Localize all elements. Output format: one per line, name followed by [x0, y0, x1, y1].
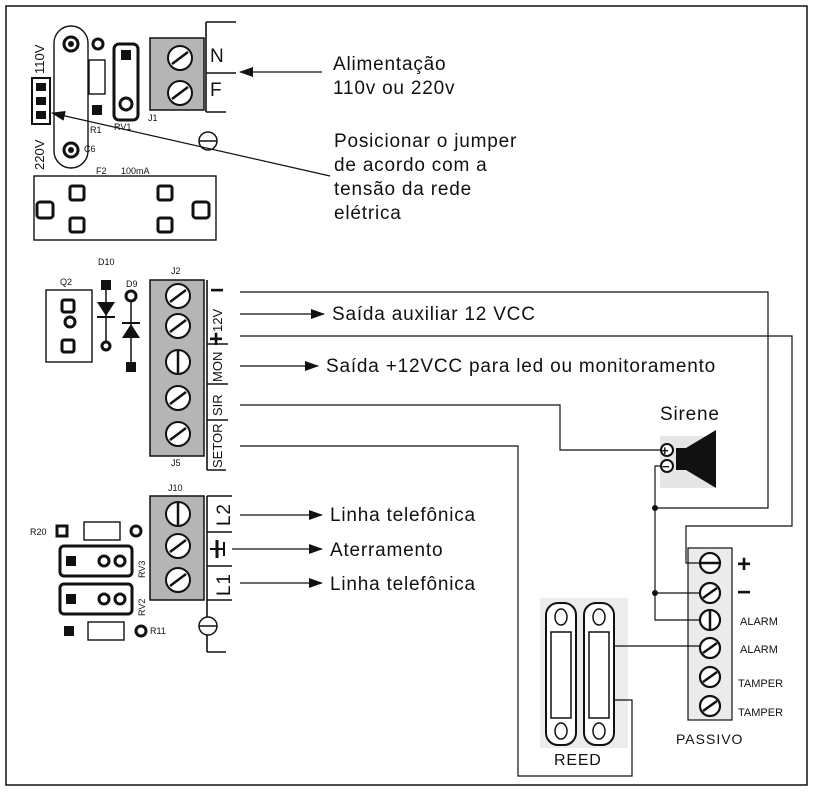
reed-switch: [540, 598, 628, 748]
terminal-plus-symbol: +: [209, 326, 223, 353]
siren-symbol: [660, 430, 716, 488]
passive-label: PASSIVO: [676, 731, 743, 747]
power-voltage-label: 110v ou 220v: [333, 78, 455, 99]
passive-minus-label: −: [737, 579, 751, 606]
passive-alarm-2-label: ALARM: [740, 644, 778, 656]
terminal-sir-label: SIR: [210, 394, 225, 416]
label-rv1: RV1: [114, 122, 131, 132]
label-rv3: RV3: [137, 561, 147, 578]
jumper-label-4: elétrica: [334, 203, 402, 224]
wires: [240, 291, 793, 777]
ground-label: Aterramento: [330, 540, 443, 561]
label-j5: J5: [171, 458, 181, 468]
label-d9: D9: [126, 279, 138, 289]
jumper-label-1: Posicionar o jumper: [334, 131, 517, 152]
terminal-l1-label: L1: [214, 573, 235, 596]
terminal-12v-label: 12V: [210, 309, 225, 332]
junction-dot: [652, 590, 658, 596]
label-f2: F2: [96, 166, 107, 176]
passive-sensor-block: [687, 547, 733, 721]
label-f: F: [210, 80, 222, 101]
terminal-l2-label: L2: [214, 503, 235, 526]
label-r1: R1: [90, 125, 102, 135]
jumper-label-2: de acordo com a: [334, 155, 488, 176]
label-d10: D10: [98, 257, 115, 267]
phone-line-section: [55, 495, 232, 653]
power-section: [31, 21, 236, 241]
passive-tamper-2-label: TAMPER: [738, 707, 783, 719]
reed-label: REED: [554, 752, 602, 769]
phone-line-2-label: Linha telefônica: [330, 574, 476, 595]
label-c6: C6: [84, 144, 96, 154]
label-n: N: [210, 46, 225, 67]
terminal-setor-label: SETOR: [210, 423, 225, 468]
phone-line-1-label: Linha telefônica: [330, 505, 476, 526]
label-j2: J2: [171, 266, 181, 276]
label-r11: R11: [150, 626, 166, 636]
label-fuse-rating: 100mA: [121, 166, 150, 176]
label-r20: R20: [30, 527, 47, 537]
power-label: Alimentação: [333, 54, 446, 75]
passive-plus-label: +: [737, 551, 751, 578]
siren-minus-symbol: −: [662, 459, 670, 474]
label-j10: J10: [168, 483, 183, 493]
aux-out-label: Saída auxiliar 12 VCC: [332, 304, 536, 325]
label-q2: Q2: [60, 277, 72, 287]
label-j1: J1: [148, 113, 158, 123]
jumper-label-3: tensão da rede: [334, 179, 472, 200]
terminal-minus-symbol: −: [210, 277, 224, 304]
driver-section: [45, 279, 228, 471]
passive-alarm-1-label: ALARM: [740, 616, 778, 628]
siren-label: Sirene: [660, 404, 720, 425]
siren-plus-symbol: +: [661, 443, 669, 458]
junction-dot: [652, 505, 658, 511]
label-110v: 110V: [32, 44, 47, 74]
passive-tamper-1-label: TAMPER: [738, 678, 783, 690]
jumper-pointer-line: [51, 110, 331, 177]
label-rv2: RV2: [137, 599, 147, 616]
mon-out-label: Saída +12VCC para led ou monitoramento: [326, 356, 716, 377]
label-220v: 220V: [32, 139, 47, 170]
terminal-mon-label: MON: [210, 352, 225, 382]
diagram-frame: [5, 5, 808, 786]
